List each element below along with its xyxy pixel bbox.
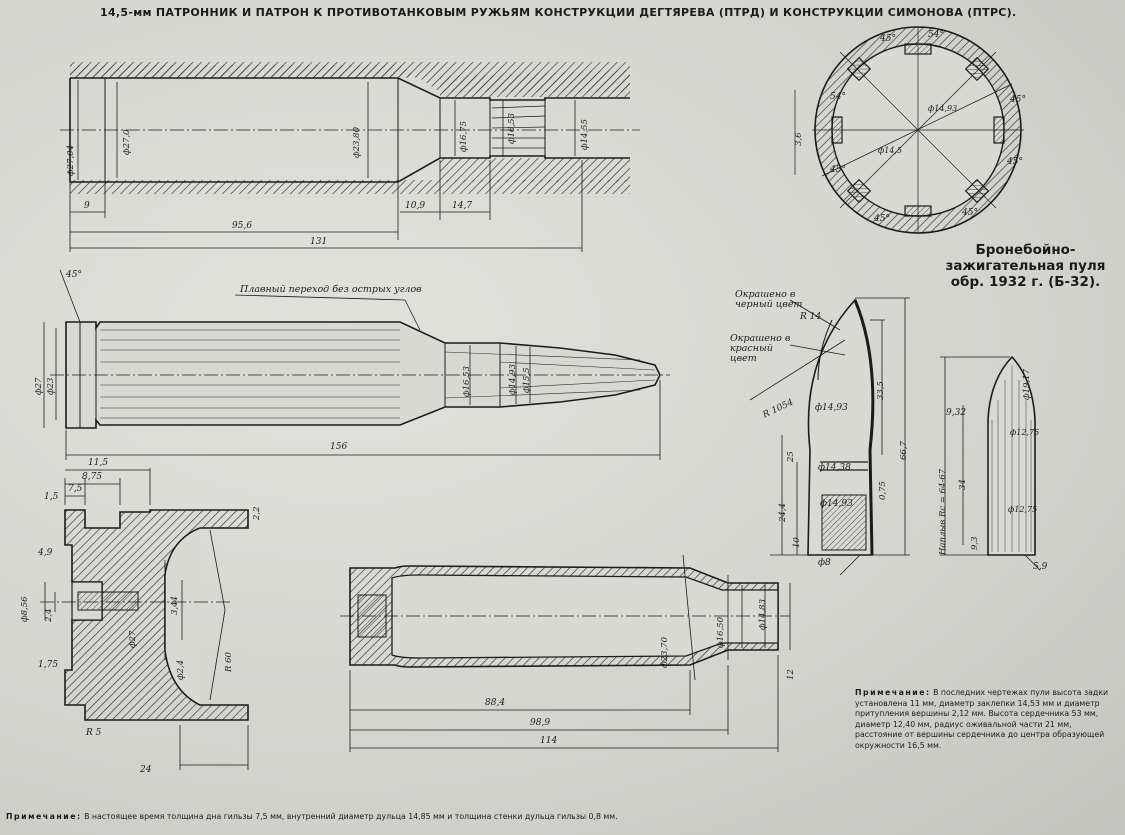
note-bottom: Примечание: В настоящее время толщина дн… <box>6 812 618 821</box>
core-dim-g: ф19,17 <box>1022 369 1032 400</box>
cartridge-case-section <box>340 554 791 752</box>
case-dim-d2: ф16,50 <box>716 617 726 648</box>
chamber-dim-d2: ф27,0 <box>122 129 132 155</box>
chamber-dim-l3: 10,9 <box>405 201 426 211</box>
bullet-dim-d3: ф14,93 <box>820 499 853 509</box>
painted-black-label: Окрашено в черный цвет <box>735 289 803 310</box>
case-dim-l1: 88,4 <box>485 698 506 708</box>
section-angle-3: 45° <box>1007 157 1023 167</box>
base-dim-j: ф2,4 <box>176 659 186 680</box>
sheet-title: 14,5-мм ПАТРОННИК И ПАТРОН К ПРОТИВОТАНК… <box>100 6 1017 19</box>
base-dim-p: 2,2 <box>252 506 262 520</box>
cartridge-drawing <box>43 269 670 460</box>
chamber-dim-l2: 95,6 <box>232 221 253 231</box>
cartridge-dim-d3: ф16,53 <box>462 366 472 397</box>
case-dim-l2: 98,9 <box>530 718 551 728</box>
note-bottom-head: Примечание: <box>6 812 82 821</box>
core-dim-f: 5,9 <box>1033 562 1048 572</box>
base-dim-k: R 60 <box>224 652 234 672</box>
note-bottom-body: В настоящее время толщина дна гильзы 7,5… <box>84 812 618 821</box>
section-dim-d2: ф14,5 <box>878 146 903 155</box>
core-dim-b: ф12,75 <box>1010 428 1040 437</box>
section-dim-d1: ф14,93 <box>928 104 958 113</box>
chamber-drawing <box>60 62 640 252</box>
barrel-cross-section <box>794 26 1024 234</box>
section-angle-6: 45° <box>830 165 846 175</box>
base-dim-w: 24 <box>140 765 152 775</box>
chamber-dim-l5: 131 <box>310 237 328 247</box>
base-dim-a: 11,5 <box>88 458 109 468</box>
bullet-dim-d1: ф14,93 <box>815 403 848 413</box>
section-angle-5: 45° <box>874 214 890 224</box>
core-dim-e: ф12,75 <box>1008 505 1038 514</box>
base-dim-e: 4,9 <box>38 548 53 558</box>
note-right-body: В последних чертежах пули высота задки у… <box>855 688 1109 750</box>
case-dim-d3: ф14,83 <box>758 599 768 630</box>
bullet-title: Бронебойно-зажигательная пуля обр. 1932 … <box>945 242 1106 290</box>
chamber-dim-d6: ф14,55 <box>580 119 590 150</box>
section-angle-4: 45° <box>962 208 978 218</box>
chamber-dim-d1: ф27,04 <box>66 145 76 176</box>
base-dim-c: 7,5 <box>68 484 83 494</box>
cartridge-dim-d2: ф23 <box>46 377 56 395</box>
core-dim-d: 9,3 <box>970 536 980 550</box>
bullet-dim-h1: 33,5 <box>876 381 886 400</box>
case-dim-wall: 12 <box>786 669 796 680</box>
note-right-head: Примечание: <box>855 688 931 697</box>
section-angle-7: 54° <box>830 92 846 102</box>
base-dim-n: R 5 <box>86 728 102 738</box>
bullet-dim-r1: R 14 <box>800 312 822 322</box>
cartridge-dim-d5: ф15,5 <box>522 367 532 393</box>
case-base-detail <box>40 468 249 770</box>
base-dim-d: 1,5 <box>44 492 59 502</box>
bullet-dim-d2: ф14,38 <box>818 463 851 473</box>
note-right: Примечание: В последних чертежах пули вы… <box>855 688 1110 752</box>
core-dim-c: 34 <box>958 479 968 490</box>
bullet-section <box>749 297 910 576</box>
bullet-dim-d4: ф8 <box>818 558 831 568</box>
core-hardness: Наплыв Rc = 64-67 <box>938 468 948 555</box>
bullet-dim-s1: 25 <box>786 451 796 462</box>
bullet-core <box>940 355 1041 571</box>
cartridge-dim-d4: ф14,93 <box>508 364 518 395</box>
chamber-dim-l4: 14,7 <box>452 201 473 211</box>
case-dim-d1: ф23,70 <box>660 637 670 668</box>
painted-red-label: Окрашено в красный цвет <box>730 333 791 364</box>
section-dim-d3: 3,6 <box>794 132 804 146</box>
section-angle-1: 54° <box>928 30 944 40</box>
chamber-dim-l1: 9 <box>84 201 90 211</box>
case-dim-l3: 114 <box>540 736 558 746</box>
section-angle-2: 45° <box>1010 95 1026 105</box>
bullet-dim-s3: 10 <box>792 537 802 548</box>
chamber-dim-d3: ф23,80 <box>352 127 362 158</box>
cartridge-dim-length: 156 <box>330 442 348 452</box>
base-dim-h: 1,75 <box>38 660 59 670</box>
section-angle-8: 45° <box>880 34 896 44</box>
base-dim-g: 2,4 <box>44 608 54 622</box>
cartridge-dim-angle: 45° <box>66 270 82 280</box>
base-dim-b: 8,75 <box>82 472 103 482</box>
base-dim-m: 3,44 <box>170 596 180 615</box>
bullet-dim-s4: 0,75 <box>878 481 888 500</box>
base-dim-i: ф27 <box>128 630 138 648</box>
chamber-dim-d5: ф16,53 <box>507 113 517 144</box>
chamber-dim-d4: ф16,75 <box>459 121 469 152</box>
base-dim-f: ф8,56 <box>20 596 30 622</box>
bullet-dim-s2: 24,4 <box>778 503 788 522</box>
core-dim-a: 9,32 <box>946 408 967 418</box>
cartridge-dim-d1: ф27 <box>34 377 44 395</box>
smooth-transition-label: Плавный переход без острых углов <box>240 284 422 295</box>
bullet-dim-h2: 66,7 <box>899 441 909 460</box>
